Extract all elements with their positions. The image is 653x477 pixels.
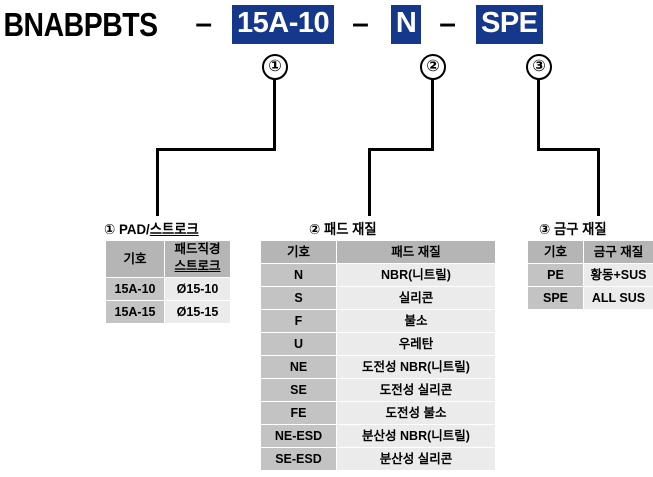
cell-symbol: F xyxy=(260,309,337,333)
section-title-1: ① PAD/스트로크 xyxy=(104,219,199,239)
cell-symbol: U xyxy=(260,332,337,356)
cell-symbol: SE xyxy=(260,378,337,402)
fraction-top: 패드직경 xyxy=(174,242,221,256)
cell-value: Ø15-10 xyxy=(164,276,231,301)
section-title-2: ② 패드 재질 xyxy=(309,221,377,237)
table-row: U 우레탄 xyxy=(260,332,496,356)
col-header-symbol: 기호 xyxy=(105,240,165,278)
cell-symbol: 15A-10 xyxy=(105,276,165,301)
table-row: PE 황동+SUS xyxy=(527,263,653,287)
table-row: NE 도전성 NBR(니트릴) xyxy=(260,355,496,379)
cell-value: Ø15-15 xyxy=(164,299,231,324)
code-chip-1[interactable]: 15A-10 xyxy=(232,4,335,44)
callout-stem-2 xyxy=(431,79,434,90)
table-row: NE-ESD 분산성 NBR(니트릴) xyxy=(260,424,496,448)
cell-symbol: SE-ESD xyxy=(260,447,337,471)
code-separator-2: – xyxy=(352,7,369,40)
code-chip-3[interactable]: SPE xyxy=(475,4,543,44)
callout-stem-3 xyxy=(537,79,540,90)
col-header-pad-diameter-stroke: 패드직경 스트로크 xyxy=(164,240,231,278)
connector-3-horizontal xyxy=(537,148,600,151)
fraction-label: 패드직경 스트로크 xyxy=(174,241,221,274)
connector-1-horizontal xyxy=(156,148,276,151)
product-code-line: BNABPBTS – 15A-10 – N – SPE xyxy=(0,0,653,48)
table-row: S 실리콘 xyxy=(260,286,496,310)
table-row: F 불소 xyxy=(260,309,496,333)
callout-marker-1: ① xyxy=(262,54,288,80)
cell-value: 황동+SUS xyxy=(583,263,653,287)
callout-marker-3: ③ xyxy=(526,54,552,80)
connector-1-vertical-lower xyxy=(156,148,159,216)
table-row: 15A-10 Ø15-10 xyxy=(105,276,231,301)
table-row: FE 도전성 불소 xyxy=(260,401,496,425)
callout-marker-2: ② xyxy=(420,54,446,80)
cell-symbol: NE-ESD xyxy=(260,424,337,448)
table-row: SE-ESD 분산성 실리콘 xyxy=(260,447,496,471)
code-separator-3: – xyxy=(439,7,456,40)
code-separator-1: – xyxy=(195,7,213,40)
table-header-row: 기호 패드 재질 xyxy=(260,240,496,264)
cell-value: 분산성 NBR(니트릴) xyxy=(336,424,496,448)
connector-3-vertical-upper xyxy=(537,88,540,151)
cell-symbol: NE xyxy=(260,355,337,379)
table-header-row: 기호 금구 재질 xyxy=(527,240,653,264)
col-header-symbol: 기호 xyxy=(527,240,584,264)
table-pad-stroke: 기호 패드직경 스트로크 15A-10 Ø15-10 15A-15 Ø15-15 xyxy=(105,240,231,324)
table-row: N NBR(니트릴) xyxy=(260,263,496,287)
cell-symbol: PE xyxy=(527,263,584,287)
table-pad-material: 기호 패드 재질 N NBR(니트릴) S 실리콘 F 불소 U 우레탄 NE xyxy=(260,240,496,471)
cell-symbol: 15A-15 xyxy=(105,299,165,324)
code-chip-2[interactable]: N xyxy=(390,4,422,44)
cell-symbol: FE xyxy=(260,401,337,425)
cell-value: 분산성 실리콘 xyxy=(336,447,496,471)
col-header-fitting-material: 금구 재질 xyxy=(583,240,653,264)
cell-value: NBR(니트릴) xyxy=(336,263,496,287)
section-title-3: ③ 금구 재질 xyxy=(539,221,607,237)
product-code-base: BNABPBTS xyxy=(3,5,158,43)
cell-value: 실리콘 xyxy=(336,286,496,310)
connector-1-vertical-upper xyxy=(273,88,276,151)
col-header-symbol: 기호 xyxy=(260,240,337,264)
cell-value: 도전성 불소 xyxy=(336,401,496,425)
callout-stem-1 xyxy=(273,79,276,90)
table-row: 15A-15 Ø15-15 xyxy=(105,299,231,324)
cell-value: 우레탄 xyxy=(336,332,496,356)
section-title-1-underlined: 스트로크 xyxy=(149,221,199,237)
connector-2-vertical-lower xyxy=(368,148,371,216)
connector-2-horizontal xyxy=(368,148,434,151)
connector-3-vertical-lower xyxy=(597,148,600,216)
cell-symbol: S xyxy=(260,286,337,310)
table-fitting-material: 기호 금구 재질 PE 황동+SUS SPE ALL SUS xyxy=(527,240,653,310)
cell-value: 도전성 실리콘 xyxy=(336,378,496,402)
section-title-1-prefix: ① PAD/ xyxy=(104,221,150,237)
cell-symbol: N xyxy=(260,263,337,287)
cell-symbol: SPE xyxy=(527,286,584,310)
table-row: SE 도전성 실리콘 xyxy=(260,378,496,402)
table-row: SPE ALL SUS xyxy=(527,286,653,310)
cell-value: 불소 xyxy=(336,309,496,333)
col-header-pad-material: 패드 재질 xyxy=(336,240,496,264)
fraction-bottom: 스트로크 xyxy=(174,258,221,273)
table-header-row: 기호 패드직경 스트로크 xyxy=(105,240,231,278)
cell-value: ALL SUS xyxy=(583,286,653,310)
cell-value: 도전성 NBR(니트릴) xyxy=(336,355,496,379)
connector-2-vertical-upper xyxy=(431,88,434,151)
